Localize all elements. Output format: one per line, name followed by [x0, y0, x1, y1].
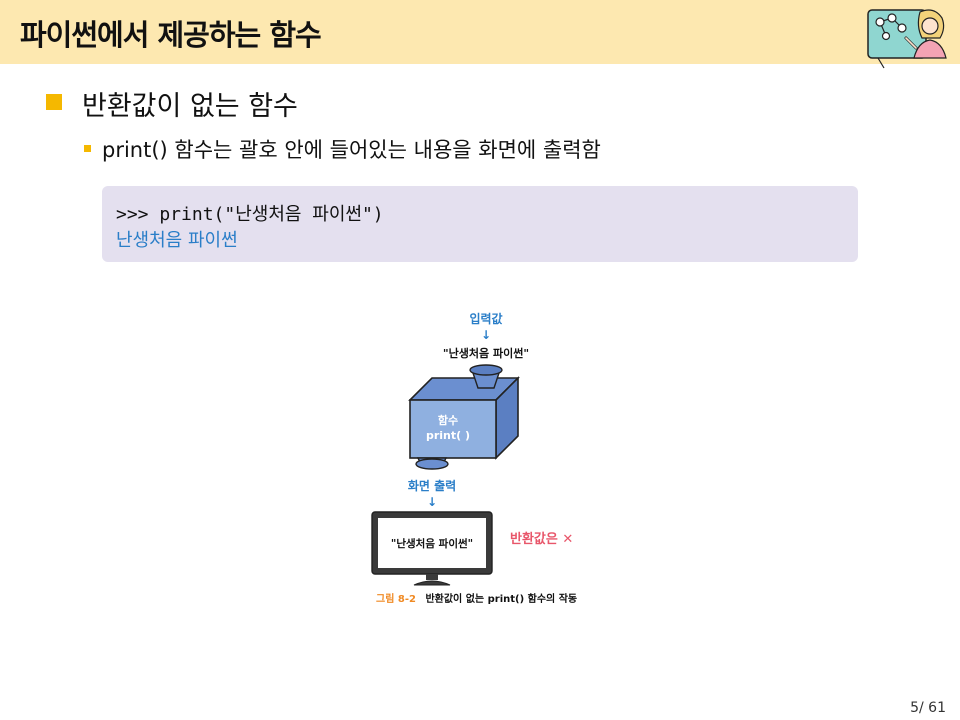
- input-label: 입력값: [469, 312, 502, 326]
- monitor-icon: [371, 511, 493, 586]
- bullet-level1-text: 반환값이 없는 함수: [82, 91, 298, 122]
- page-number: 5/ 61: [910, 700, 946, 716]
- return-note: 반환값은 ✕: [510, 531, 573, 547]
- figure-caption-text: 반환값이 없는 print() 함수의 작동: [425, 592, 577, 605]
- code-input-line: >>> print("난생처음 파이썬"): [116, 204, 384, 225]
- input-value: "난생처음 파이썬": [443, 346, 529, 360]
- print-function-diagram: 입력값 ↓ "난생처음 파이썬" 함수 print( ) 화면 출력 ↓ "난생…: [371, 312, 577, 605]
- function-box-icon: [408, 364, 520, 470]
- bullet-square-icon: [46, 94, 62, 110]
- code-example-box: >>> print("난생처음 파이썬") 난생처음 파이썬: [102, 186, 858, 262]
- slide-header: 파이썬에서 제공하는 함수: [0, 0, 960, 69]
- figure-caption: 그림 8-2 반환값이 없는 print() 함수의 작동: [376, 592, 577, 605]
- output-arrow-icon: ↓: [427, 495, 437, 509]
- function-box-name: print( ): [426, 429, 470, 442]
- bullet-level2-text: print() 함수는 괄호 안에 들어있는 내용을 화면에 출력함: [102, 138, 601, 162]
- figure-number: 그림 8-2: [376, 593, 416, 605]
- presenter-illustration-icon: [867, 9, 947, 69]
- output-label: 화면 출력: [408, 478, 456, 493]
- code-output-line: 난생처음 파이썬: [116, 230, 238, 251]
- slide-title: 파이썬에서 제공하는 함수: [20, 18, 322, 52]
- function-box-label: 함수: [438, 413, 458, 427]
- input-arrow-icon: ↓: [481, 328, 491, 342]
- bullet-small-square-icon: [84, 145, 91, 152]
- screen-output-text: "난생처음 파이썬": [391, 537, 473, 550]
